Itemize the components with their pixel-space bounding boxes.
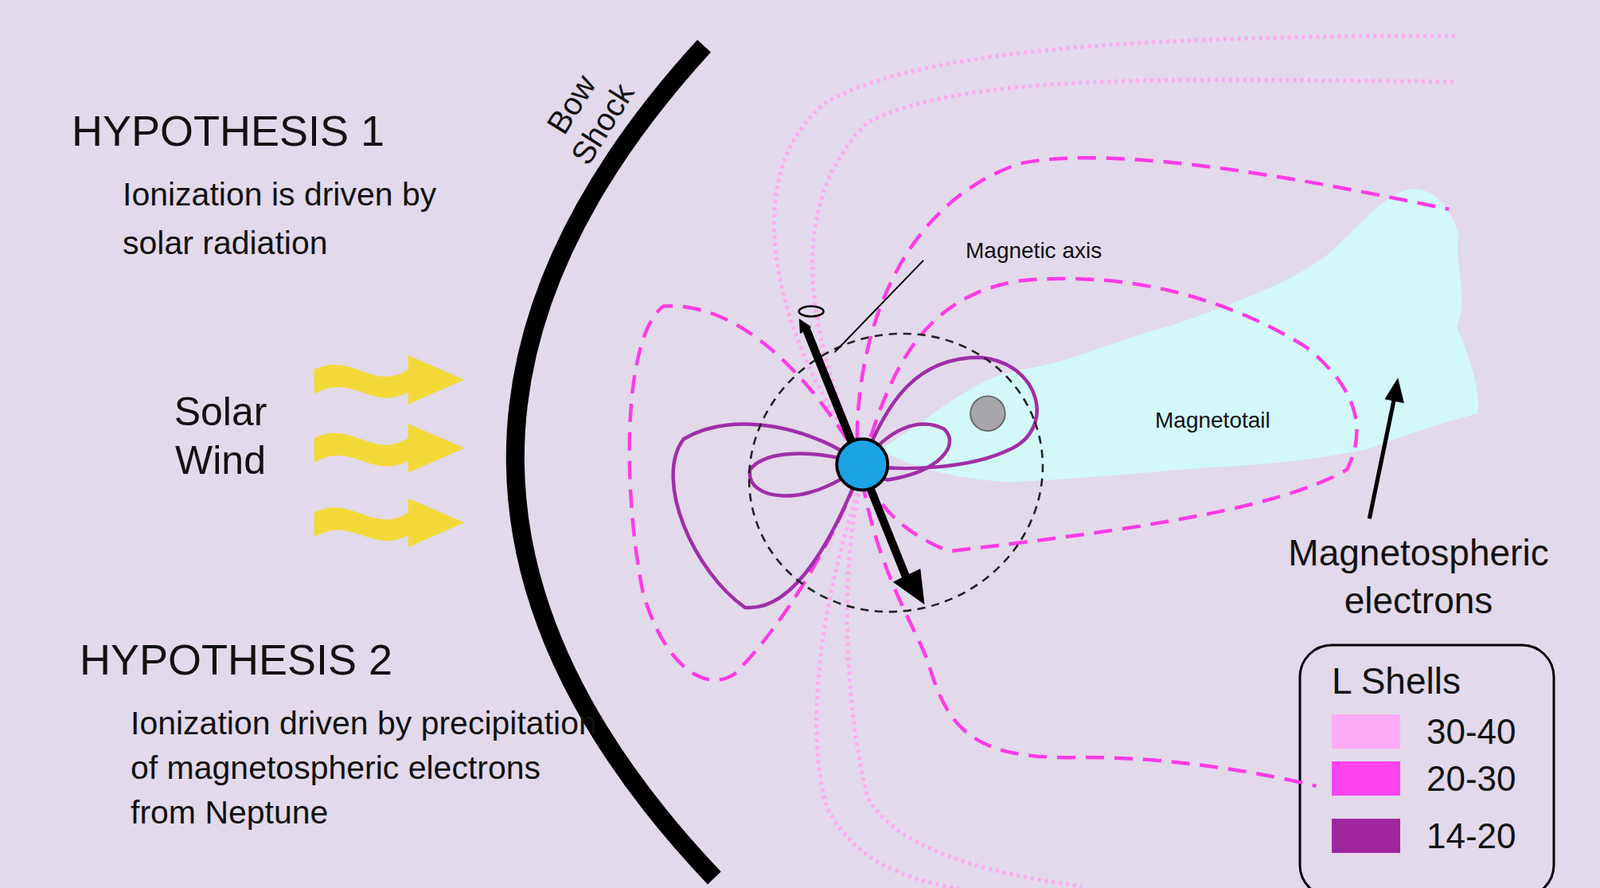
legend-text: 20-30	[1426, 757, 1517, 800]
legend-title: L Shells	[1331, 659, 1461, 703]
solar-wind-arrows	[314, 355, 465, 547]
heading: HYPOTHESIS 1	[71, 105, 550, 157]
region-label: Magnetotail	[1155, 407, 1271, 434]
heading: HYPOTHESIS 2	[79, 633, 637, 686]
legend-text: 14-20	[1426, 815, 1517, 857]
label: Solar Wind	[148, 387, 293, 485]
callout-label: Magnetospheric electrons	[1251, 528, 1586, 625]
callout-label: Magnetic axis	[965, 237, 1205, 265]
legend-text: 30-40	[1426, 710, 1517, 753]
magnetotail-shape	[887, 183, 1485, 491]
description: Ionization driven by precipitation of ma…	[130, 700, 601, 835]
legend-box: L Shells 30-4020-30 14-20	[1298, 643, 1556, 888]
bow-shock-arc	[515, 46, 715, 879]
legend-swatch	[1331, 760, 1401, 796]
description: Ionization is driven by solar radiation	[122, 170, 465, 268]
legend-swatch	[1331, 714, 1401, 749]
leader-line	[835, 260, 925, 352]
magnetotail-region: Magnetotail	[887, 183, 1485, 491]
legend-swatch	[1331, 818, 1401, 853]
moon	[970, 395, 1006, 431]
neptune-planet	[836, 438, 888, 490]
label: Bow Shock	[528, 50, 646, 178]
